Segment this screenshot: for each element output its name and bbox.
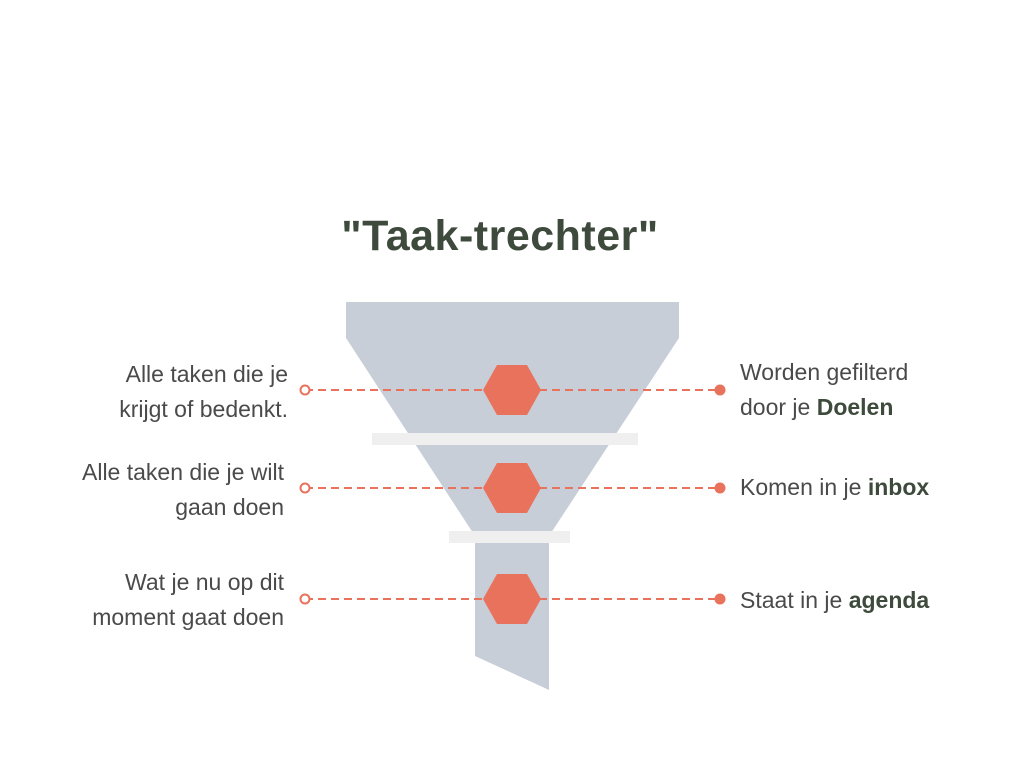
stage-connector-2 xyxy=(299,463,726,513)
label-emphasis: inbox xyxy=(867,474,930,500)
stage-connector-1 xyxy=(299,365,726,415)
diagram-title: "Taak-trechter" xyxy=(341,212,659,260)
label-emphasis: Doelen xyxy=(816,394,894,420)
stage-2-input-label: Alle taken die je wilt gaan doen xyxy=(82,455,284,525)
stage-2-output-label: Komen in je inbox xyxy=(740,470,929,505)
label-line: Staat in je agenda xyxy=(740,583,929,618)
hexagon-icon xyxy=(483,574,541,624)
funnel-separator-top xyxy=(372,433,638,445)
stage-3-output-label: Staat in je agenda xyxy=(740,583,929,618)
label-line: Alle taken die je wilt xyxy=(82,459,284,485)
funnel-separator-bottom xyxy=(449,531,570,543)
hexagon-icon xyxy=(483,365,541,415)
label-line: Alle taken die je xyxy=(125,361,288,387)
stage-1-input-label: Alle taken die je krijgt of bedenkt. xyxy=(119,357,288,427)
label-line: moment gaat doen xyxy=(92,604,284,630)
hollow-circle-icon xyxy=(299,593,311,605)
stage-3-input-label: Wat je nu op dit moment gaat doen xyxy=(92,565,284,635)
label-line: Worden gefilterd xyxy=(740,359,909,385)
label-text: Komen in je xyxy=(740,474,868,500)
hollow-circle-icon xyxy=(299,384,311,396)
label-line: krijgt of bedenkt. xyxy=(119,396,288,422)
filled-circle-icon xyxy=(714,384,726,396)
label-emphasis: agenda xyxy=(848,587,930,613)
label-line: Wat je nu op dit xyxy=(125,569,284,595)
label-line: door je Doelen xyxy=(740,390,908,425)
label-text: Staat in je xyxy=(740,587,849,613)
label-line: Komen in je inbox xyxy=(740,470,929,505)
label-text: door je xyxy=(740,394,817,420)
hexagon-icon xyxy=(483,463,541,513)
hollow-circle-icon xyxy=(299,482,311,494)
label-line: gaan doen xyxy=(175,494,284,520)
filled-circle-icon xyxy=(714,482,726,494)
stage-connector-3 xyxy=(299,574,726,624)
stage-1-output-label: Worden gefilterd door je Doelen xyxy=(740,355,908,425)
filled-circle-icon xyxy=(714,593,726,605)
